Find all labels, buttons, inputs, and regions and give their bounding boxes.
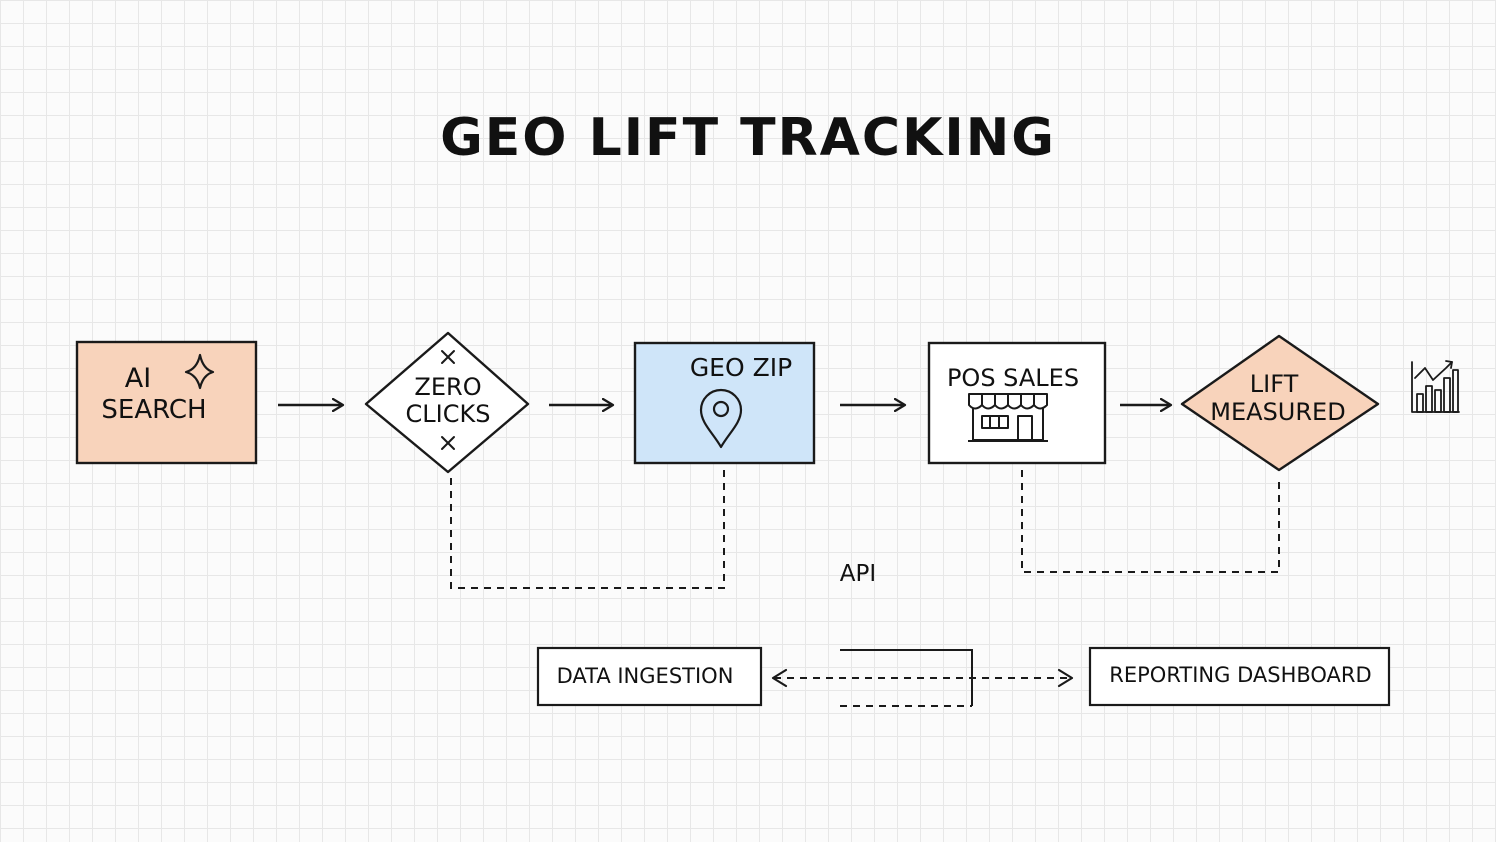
dashed-connector-right — [1021, 470, 1280, 573]
x-mark-icon — [441, 436, 455, 450]
api-label: API — [839, 561, 877, 587]
storefront-icon — [968, 393, 1048, 442]
zero-clicks-label-line1: ZERO — [414, 373, 482, 401]
zero-clicks-diamond — [364, 331, 530, 474]
reporting-dashboard-label: REPORTING DASHBOARD — [1109, 663, 1372, 687]
lift-measured-label-line1: LIFT — [1249, 370, 1299, 398]
reporting-dashboard-box — [1088, 646, 1391, 707]
page-title: GEO LIFT TRACKING — [440, 108, 1056, 168]
data-ingestion-box — [536, 646, 763, 707]
map-pin-icon — [699, 388, 743, 449]
arrowhead-left — [771, 668, 788, 688]
pos-sales-box — [927, 341, 1107, 465]
zero-clicks-label-line2: CLICKS — [405, 400, 491, 428]
ai-search-label-line2: SEARCH — [101, 395, 207, 425]
lift-measured-diamond — [1180, 334, 1380, 472]
data-ingestion-label: DATA INGESTION — [556, 664, 734, 688]
dashed-connector-left — [450, 470, 725, 589]
x-mark-icon — [441, 350, 455, 364]
ai-search-label-line1: AI — [124, 363, 152, 394]
bar-chart-growth-icon — [1411, 360, 1460, 413]
sparkle-icon — [184, 353, 215, 390]
api-connector — [840, 649, 973, 707]
geo-zip-label: GEO ZIP — [689, 353, 793, 382]
pos-sales-label: POS SALES — [946, 364, 1080, 392]
lift-measured-label-line2: MEASURED — [1210, 398, 1346, 426]
arrowhead-right — [1057, 668, 1074, 688]
ai-search-box — [75, 340, 258, 465]
